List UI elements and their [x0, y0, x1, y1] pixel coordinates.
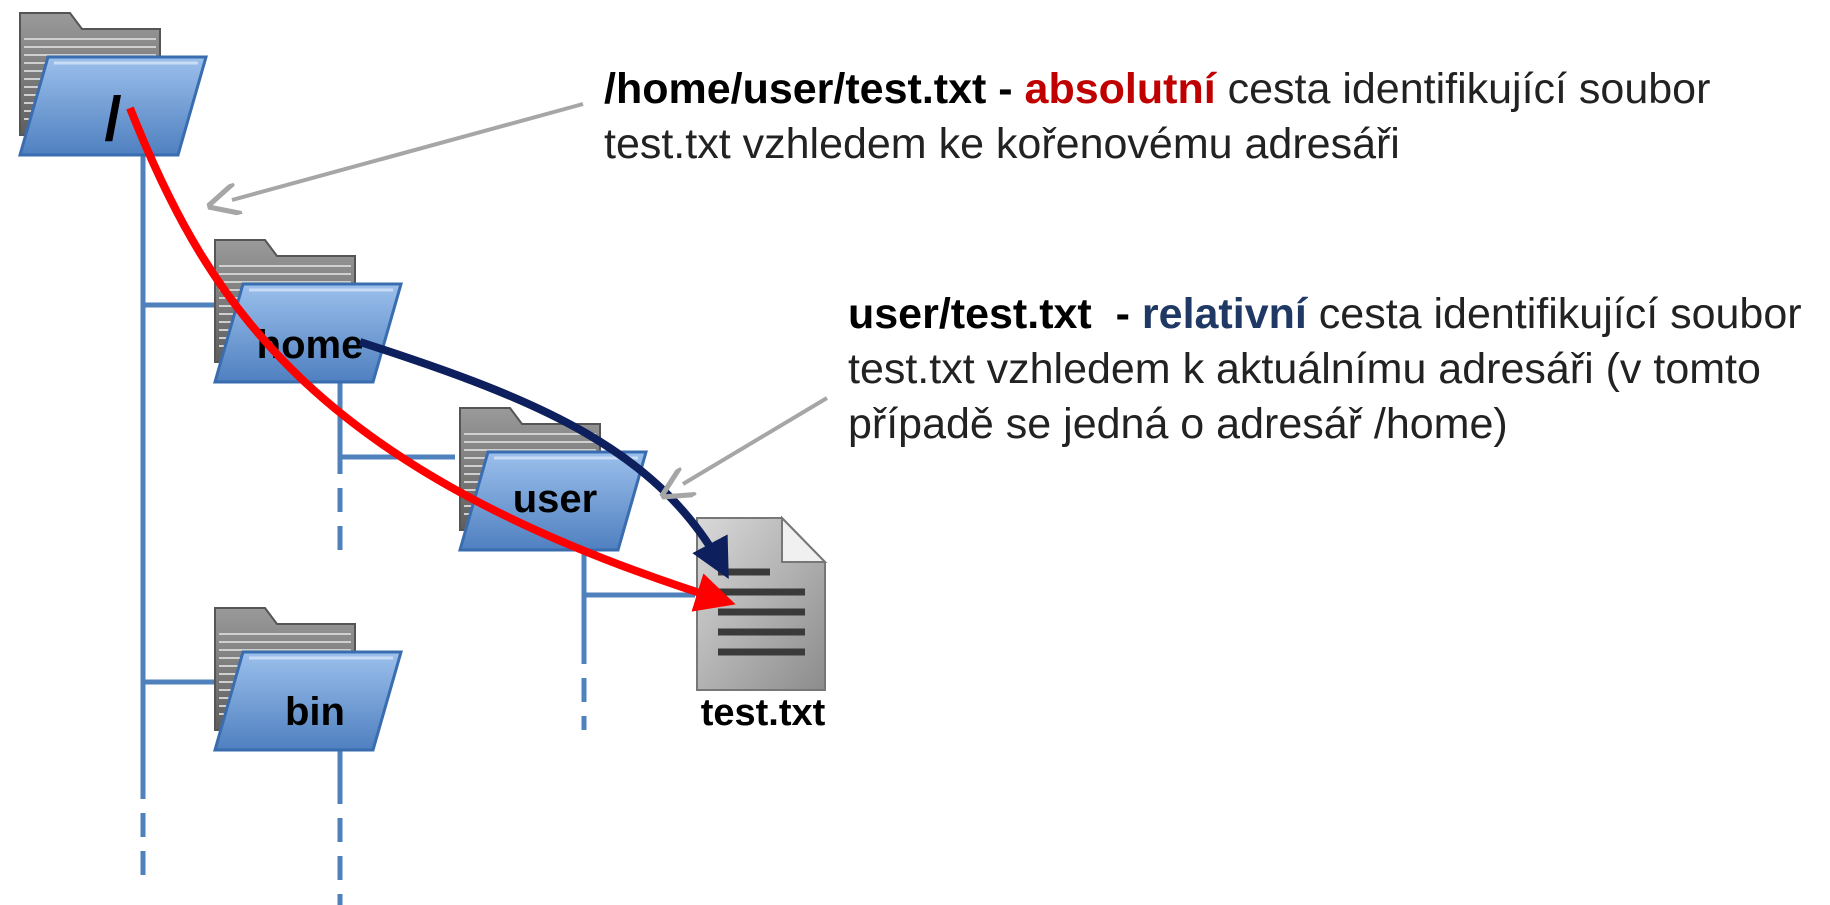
file-label: test.txt [701, 692, 826, 734]
absolute-keyword: absolutní [1024, 65, 1216, 113]
relative-path-note: user/test.txt - relativní cesta identifi… [848, 287, 1823, 452]
file-test-txt: test.txt [696, 515, 828, 734]
relative-note-pointer [683, 396, 829, 484]
absolute-description: cesta identifikující soubor test.txt vzh… [604, 65, 1711, 168]
folder-bin: bin [213, 606, 403, 752]
absolute-path-text: /home/user/test.txt [604, 65, 987, 113]
relative-path-text: user/test.txt [848, 290, 1092, 338]
folder-root: / [18, 11, 208, 157]
folder-user: user [458, 406, 648, 552]
relative-keyword: relativní [1141, 290, 1307, 338]
document-icon [696, 515, 828, 691]
relative-dash: - [1091, 290, 1142, 338]
folder-home: home [213, 238, 403, 384]
absolute-dash: - [986, 65, 1025, 113]
absolute-path-arrow [126, 106, 736, 612]
folder-root-label: / [104, 85, 121, 154]
absolute-path-note: /home/user/test.txt - absolutní cesta id… [604, 62, 1824, 172]
relative-description: cesta identifikující soubor test.txt vzh… [848, 290, 1802, 448]
folder-home-label: home [257, 323, 364, 367]
folder-bin-label: bin [285, 690, 345, 734]
relative-path-arrow [358, 338, 729, 580]
folder-user-label: user [513, 477, 598, 521]
absolute-note-pointer [232, 102, 584, 200]
